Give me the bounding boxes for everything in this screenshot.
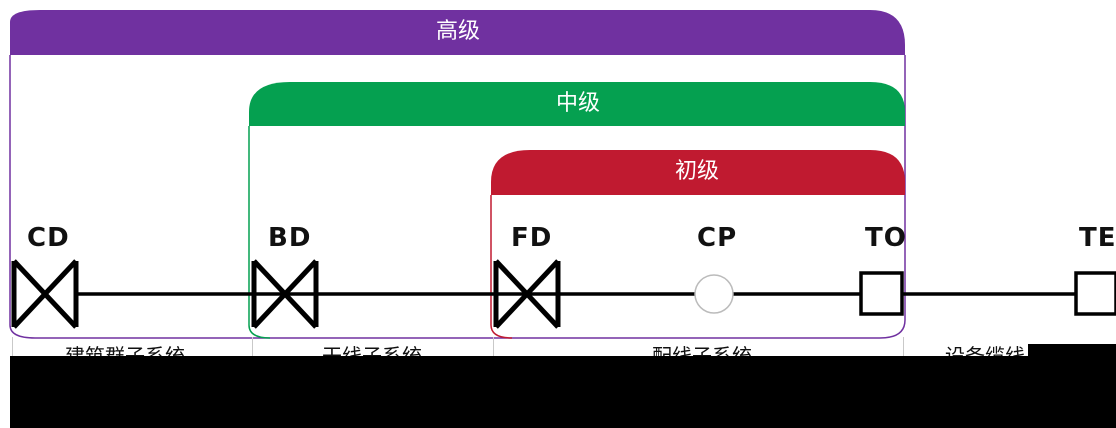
- intermediate-level-title: 中级: [555, 91, 600, 116]
- te-terminal-icon: [1074, 271, 1116, 316]
- basic-level-title: 初级: [674, 159, 719, 184]
- to-outlet-icon: [859, 271, 904, 316]
- advanced-level-band: [9, 10, 906, 339]
- node-label-cp: CP: [697, 223, 738, 253]
- subsystem-divider: [12, 337, 13, 361]
- cd-distributor-icon: [11, 259, 79, 329]
- node-label-te: TE: [1079, 223, 1116, 253]
- occluded-region-right: [1028, 344, 1116, 358]
- advanced-level-title: 高级: [435, 19, 480, 44]
- node-label-cd: CD: [27, 223, 70, 253]
- node-label-fd: FD: [511, 223, 553, 253]
- subsystem-divider: [903, 337, 904, 361]
- fd-distributor-icon: [493, 259, 561, 329]
- intermediate-level-band: [248, 82, 905, 339]
- bd-distributor-icon: [251, 259, 319, 329]
- subsystem-divider: [252, 337, 253, 361]
- subsystem-divider: [493, 337, 494, 361]
- node-label-bd: BD: [268, 223, 312, 253]
- node-label-to: TO: [865, 223, 907, 253]
- cp-consolidation-point-icon: [694, 274, 734, 314]
- basic-level-band: [490, 150, 905, 339]
- occluded-region: [10, 356, 1116, 428]
